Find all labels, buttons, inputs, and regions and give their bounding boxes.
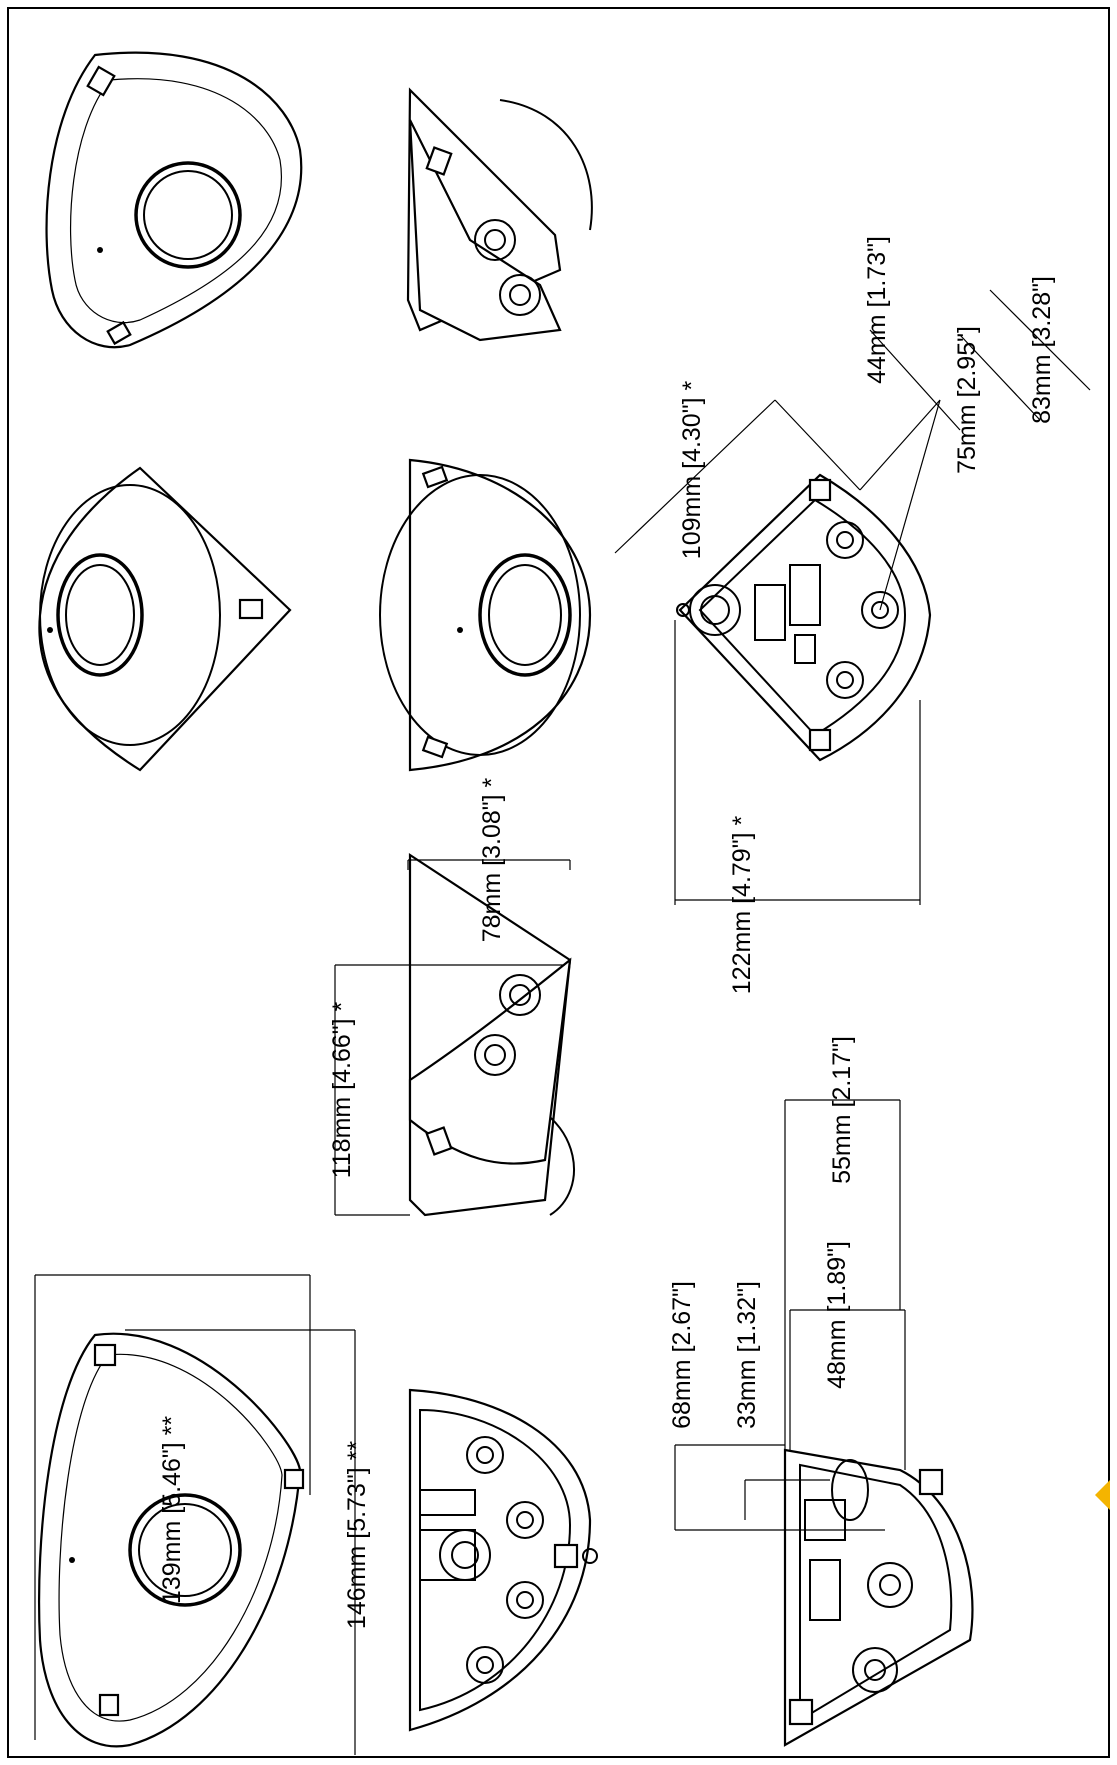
- dim-139: 139mm [5.46"] **: [158, 1416, 186, 1604]
- dim-78: 78mm [3.08"] *: [478, 777, 506, 942]
- dim-55: 55mm [2.17"]: [828, 1036, 856, 1184]
- view-bottom-diamond: [614, 289, 1091, 905]
- corner-marker-icon: [1095, 1480, 1110, 1510]
- dim-44: 44mm [1.73"]: [863, 236, 891, 384]
- dim-68: 68mm [2.67"]: [668, 1281, 696, 1429]
- view-top-right: [45, 51, 303, 349]
- dim-118: 118mm [4.66"] *: [328, 1001, 356, 1178]
- view-triangle-dome: [38, 466, 292, 772]
- dim-83: 83mm [3.28"]: [1028, 276, 1056, 424]
- view-side-bottom: [674, 1099, 974, 1747]
- dim-146: 146mm [5.73"] **: [343, 1441, 371, 1629]
- view-side-118: [334, 852, 575, 1217]
- page-border: [7, 7, 1110, 1758]
- view-front-left: [34, 1274, 356, 1755]
- view-dome-front: [379, 458, 592, 772]
- dim-75: 75mm [2.95"]: [953, 326, 981, 474]
- view-rear: [408, 1388, 598, 1732]
- dim-109: 109mm [4.30"] *: [678, 381, 706, 560]
- dim-48: 48mm [1.89"]: [823, 1241, 851, 1389]
- view-side-right: [406, 87, 593, 342]
- dim-122: 122mm [4.79"] *: [728, 816, 756, 995]
- dim-33: 33mm [1.32"]: [733, 1281, 761, 1429]
